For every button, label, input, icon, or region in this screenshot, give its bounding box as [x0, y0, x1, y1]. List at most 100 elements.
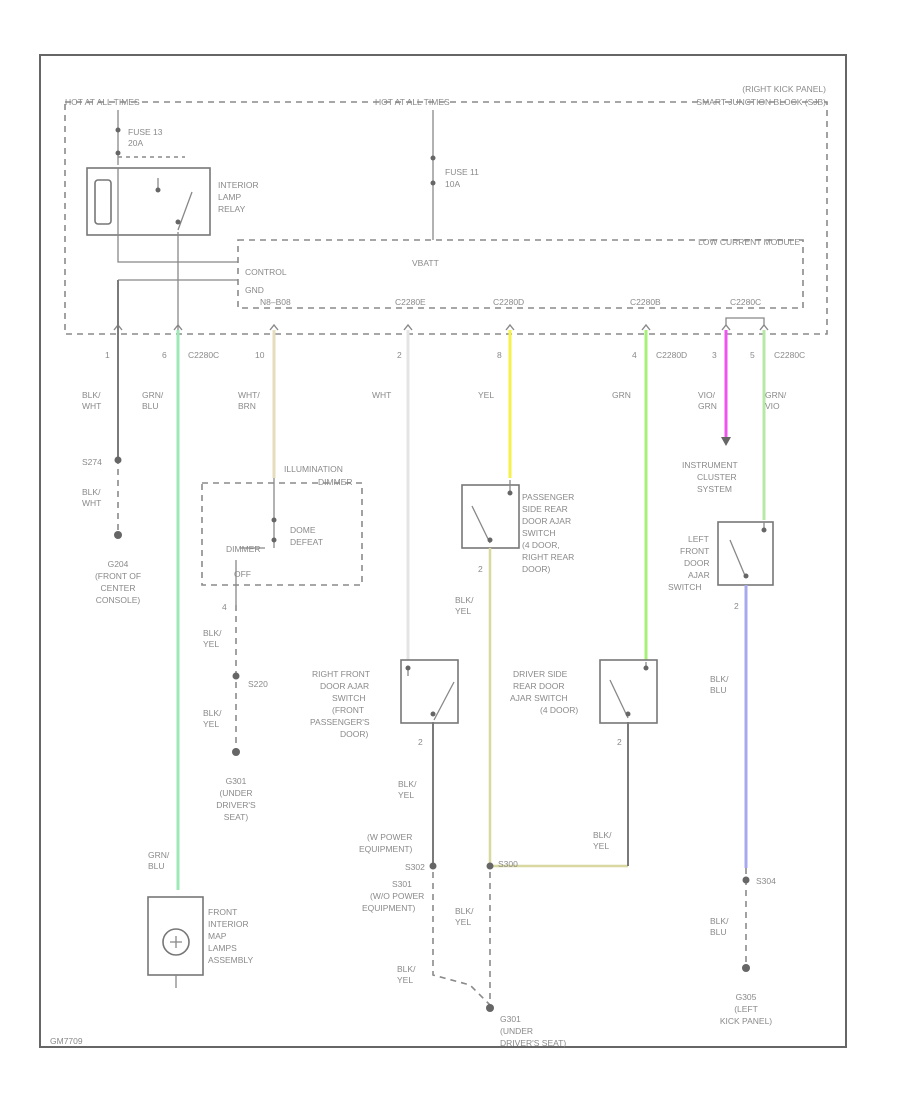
ground-dashed-left	[432, 872, 491, 1006]
fuse13-dot-bottom	[115, 150, 121, 156]
s274-label: S274	[82, 457, 102, 467]
lcm-dashed-box	[237, 239, 804, 309]
map-lamp-bulb-icon	[162, 928, 190, 956]
dr-label-1: DRIVER SIDE	[513, 669, 568, 679]
map-lamp-grn-blu-2: BLU	[148, 861, 165, 871]
dimmer-blk-yel2-2: YEL	[203, 719, 219, 729]
ground-g204	[114, 531, 122, 539]
dr-dot-a	[643, 665, 649, 671]
pr-blk-yel-1: BLK/	[455, 595, 474, 605]
off-label: OFF	[234, 569, 251, 579]
map-lamp-label-2: INTERIOR	[208, 919, 249, 929]
g204-label-3: CENTER	[101, 583, 136, 593]
pin-label-b: C2280E	[395, 297, 426, 307]
dimmer-dot-a	[271, 517, 277, 523]
map-lamp-grn-blu-1: GRN/	[148, 850, 170, 860]
c2280d-label: C2280D	[656, 350, 687, 360]
pr-pin2: 2	[478, 564, 483, 574]
dr-pin2: 2	[617, 737, 622, 747]
diagram-ref-code: GM7709	[50, 1036, 83, 1046]
g301-lower-1: G301	[500, 1014, 521, 1024]
splice-s300	[486, 862, 494, 870]
lf-blk-blu-2: BLU	[710, 685, 727, 695]
relay-label-1: INTERIOR	[218, 180, 259, 190]
hot-at-all-times-left: HOT AT ALL TIMES	[65, 97, 140, 107]
dr-label-3: AJAR SWITCH	[510, 693, 568, 703]
pr-label-7: DOOR)	[522, 564, 551, 574]
dr-blk-yel-1: BLK/	[593, 830, 612, 840]
s220-label: S220	[248, 679, 268, 689]
g301-upper-3: DRIVER'S	[216, 800, 256, 810]
grn-vio-label-2: VIO	[765, 401, 780, 411]
rf-label-3: SWITCH	[332, 693, 366, 703]
c2280c-bracket	[725, 317, 765, 325]
g301-upper-2: (UNDER	[219, 788, 252, 798]
outer-frame	[39, 54, 847, 1048]
rf-label-1: RIGHT FRONT	[312, 669, 370, 679]
dimmer-blk-yel2-1: BLK/	[203, 708, 222, 718]
fuse11-dot-bottom	[430, 180, 436, 186]
rf-blk-yel-2: YEL	[398, 790, 414, 800]
lf-blk-blu2-2: BLU	[710, 927, 727, 937]
pin6-label: 6	[162, 350, 167, 360]
dome-defeat-2: DEFEAT	[290, 537, 323, 547]
dr-label-2: REAR DOOR	[513, 681, 564, 691]
pr-label-5: (4 DOOR,	[522, 540, 560, 550]
pr-label-1: PASSENGER	[522, 492, 574, 502]
power-equip-1: (W POWER	[367, 832, 412, 842]
wht-brn-label-1: WHT/	[238, 390, 260, 400]
vbatt-label: VBATT	[412, 258, 439, 268]
pin8-label: 8	[497, 350, 502, 360]
relay-label-3: RELAY	[218, 204, 246, 214]
rf-label-4: (FRONT	[332, 705, 364, 715]
g204-label-4: CONSOLE)	[96, 595, 141, 605]
grn-vio-label-1: GRN/	[765, 390, 787, 400]
g301-upper-1: G301	[226, 776, 247, 786]
connector-pins	[113, 323, 769, 331]
map-lamp-label-1: FRONT	[208, 907, 237, 917]
relay-dot-b	[175, 219, 181, 225]
vio-grn-label-2: GRN	[698, 401, 717, 411]
pin-label-a: N8‒B08	[260, 297, 291, 307]
dimmer-label: DIMMER	[226, 544, 260, 554]
pin-label-e: C2280C	[730, 297, 761, 307]
c2280c-label-b: C2280C	[774, 350, 805, 360]
vio-grn-label-1: VIO/	[698, 390, 716, 400]
rf-blk-yel-1: BLK/	[398, 779, 417, 789]
g301-lower-3: DRIVER'S SEAT)	[500, 1038, 566, 1048]
g305-label-3: KICK PANEL)	[720, 1016, 772, 1026]
c2280c-label-a: C2280C	[188, 350, 219, 360]
lf-dot-a	[761, 527, 767, 533]
grn-blu-label-1: GRN/	[142, 390, 164, 400]
ground-g301-upper	[232, 748, 240, 756]
lf-pin2: 2	[734, 601, 739, 611]
s302-label: S302	[405, 862, 425, 872]
blk-wht-label-2: WHT	[82, 401, 101, 411]
illumination-label-2: DIMMER	[318, 477, 352, 487]
relay-coil	[94, 179, 112, 225]
g305-label-1: G305	[736, 992, 757, 1002]
dimmer-pin4: 4	[222, 602, 227, 612]
rf-pin2: 2	[418, 737, 423, 747]
pr-blk-yel-2: YEL	[455, 606, 471, 616]
blk-yel-a-1: BLK/	[455, 906, 474, 916]
pr-dot-b	[487, 537, 493, 543]
blk-wht2-label-2: WHT	[82, 498, 101, 508]
dr-label-4: (4 DOOR)	[540, 705, 578, 715]
s301-label-3: EQUIPMENT)	[362, 903, 416, 913]
illumination-switch-lines	[235, 478, 275, 605]
s301-label-1: S301	[392, 879, 412, 889]
splice-s274	[114, 456, 122, 464]
map-lamp-label-4: LAMPS	[208, 943, 237, 953]
blk-yel-a-2: YEL	[455, 917, 471, 927]
wht-brn-label-2: BRN	[238, 401, 256, 411]
g301-lower-2: (UNDER	[500, 1026, 533, 1036]
rf-label-2: DOOR AJAR	[320, 681, 369, 691]
fuse13-rating: 20A	[128, 138, 143, 148]
blk-wht2-label-1: BLK/	[82, 487, 101, 497]
wht-label: WHT	[372, 390, 391, 400]
dome-defeat-1: DOME	[290, 525, 316, 535]
instrument-label-2: CLUSTER	[697, 472, 737, 482]
ground-g301-lower	[486, 1004, 494, 1012]
